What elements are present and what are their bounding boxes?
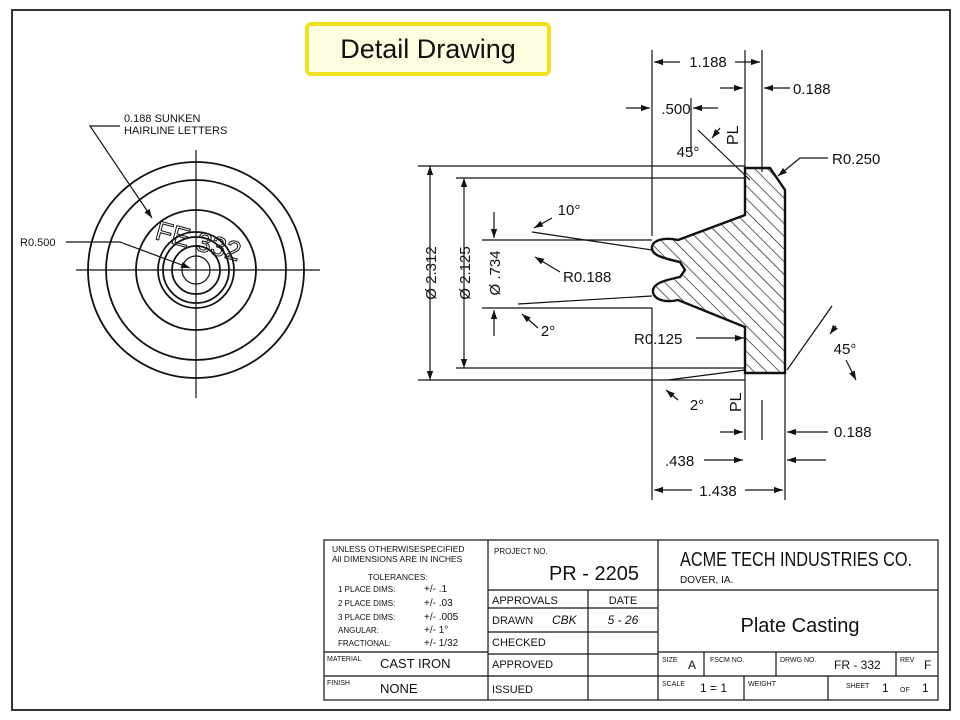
tb-approved-label: APPROVED xyxy=(492,659,553,671)
title-badge: Detail Drawing xyxy=(305,22,551,76)
tb-tol-value: +/- .005 xyxy=(424,612,459,623)
tb-tol-name: ANGULAR: xyxy=(338,626,379,635)
tb-tol-name: FRACTIONAL: xyxy=(338,639,391,648)
tb-sheet-label: SHEET xyxy=(846,683,870,690)
tb-drwg-label: DRWG NO. xyxy=(780,657,816,664)
tb-company: ACME TECH INDUSTRIES CO. xyxy=(680,549,912,571)
tb-size-label: SIZE xyxy=(662,657,678,664)
tb-tol-value: +/- 1/32 xyxy=(424,638,459,649)
tb-project-no: PR - 2205 xyxy=(549,563,639,585)
tb-tol-value: +/- .1 xyxy=(424,584,448,595)
dim-0500: .500 xyxy=(661,101,690,118)
tb-drwg-no: FR - 332 xyxy=(834,658,881,672)
surface-mark-bottom: PL xyxy=(728,392,745,412)
dim-0188-bottom: 0.188 xyxy=(834,424,872,441)
dim-radius-0188: R0.188 xyxy=(563,269,611,286)
tb-unless-line1: UNLESS OTHERWISESPECIFIED xyxy=(332,544,465,554)
dim-dia-2125: Ø 2.125 xyxy=(457,246,474,299)
tb-unless-line2: All DIMENSIONS ARE IN INCHES xyxy=(332,554,463,564)
tb-rev: F xyxy=(924,658,931,672)
dim-1188: 1.188 xyxy=(689,54,727,71)
tb-material-label: MATERIAL xyxy=(327,656,362,663)
dim-radius-0125: R0.125 xyxy=(634,331,682,348)
tb-scale-label: SCALE xyxy=(662,681,685,688)
tb-finish-label: FINISH xyxy=(327,680,350,687)
front-note-line1: 0.188 SUNKEN xyxy=(124,113,200,125)
section-view: Ø 2.312 Ø 2.125 Ø .734 1.188 0.188 .500 … xyxy=(418,50,880,500)
tb-drawn-date: 5 - 26 xyxy=(608,613,639,627)
tb-sheet-no: 1 xyxy=(882,681,889,695)
tb-tol-name: 3 PLACE DIMS: xyxy=(338,613,395,622)
front-radius-label: R0.500 xyxy=(20,237,55,249)
tb-of-label: OF xyxy=(900,687,910,694)
dim-dia-2312: Ø 2.312 xyxy=(423,246,440,299)
dim-angle-45-top: 45° xyxy=(677,144,700,161)
tb-location: DOVER, IA. xyxy=(680,575,733,586)
tb-issued-label: ISSUED xyxy=(492,684,533,696)
dim-angle-45-right: 45° xyxy=(834,341,857,358)
tb-part-name: Plate Casting xyxy=(741,615,860,637)
dim-radius-0250: R0.250 xyxy=(832,151,880,168)
tb-tolerances-label: TOLERANCES: xyxy=(368,572,428,582)
sheet-border xyxy=(11,9,951,711)
tb-weight-label: WEIGHT xyxy=(748,681,777,688)
tb-approvals-label: APPROVALS xyxy=(492,595,558,607)
title-block: UNLESS OTHERWISESPECIFIED All DIMENSIONS… xyxy=(323,539,939,701)
tb-drawn-label: DRAWN xyxy=(492,615,533,627)
tb-fscm-label: FSCM NO. xyxy=(710,657,744,664)
tb-tol-value: +/- 1° xyxy=(424,625,448,636)
tb-rev-label: REV xyxy=(900,657,915,664)
surface-mark-top: PL xyxy=(725,125,742,145)
tb-checked-label: CHECKED xyxy=(492,637,546,649)
dim-angle-10: 10° xyxy=(558,202,581,219)
tb-scale: 1 = 1 xyxy=(700,681,727,695)
tb-material: CAST IRON xyxy=(380,656,451,671)
tb-date-label: DATE xyxy=(609,595,638,607)
section-body xyxy=(650,166,787,375)
front-note-line2: HAIRLINE LETTERS xyxy=(124,125,227,137)
title-badge-text: Detail Drawing xyxy=(340,34,516,64)
tb-size: A xyxy=(688,658,696,672)
dim-dia-0734: Ø .734 xyxy=(487,250,504,295)
tb-tol-value: +/- .03 xyxy=(424,598,453,609)
dim-0438: .438 xyxy=(665,453,694,470)
front-view: FE 332 0.188 SUNKEN HAIRLINE LETTERS R0.… xyxy=(20,113,320,398)
dim-angle-2-lower: 2° xyxy=(690,397,704,414)
dim-0188-top: 0.188 xyxy=(793,81,831,98)
tb-drawn-by: CBK xyxy=(552,613,578,627)
dim-angle-2-upper: 2° xyxy=(541,323,555,340)
tb-tol-name: 1 PLACE DIMS: xyxy=(338,585,395,594)
tb-tol-name: 2 PLACE DIMS: xyxy=(338,599,395,608)
dim-1438: 1.438 xyxy=(699,483,737,500)
tb-sheet-total: 1 xyxy=(922,681,929,695)
tb-project-no-label: PROJECT NO. xyxy=(494,547,548,556)
tb-finish: NONE xyxy=(380,681,418,696)
